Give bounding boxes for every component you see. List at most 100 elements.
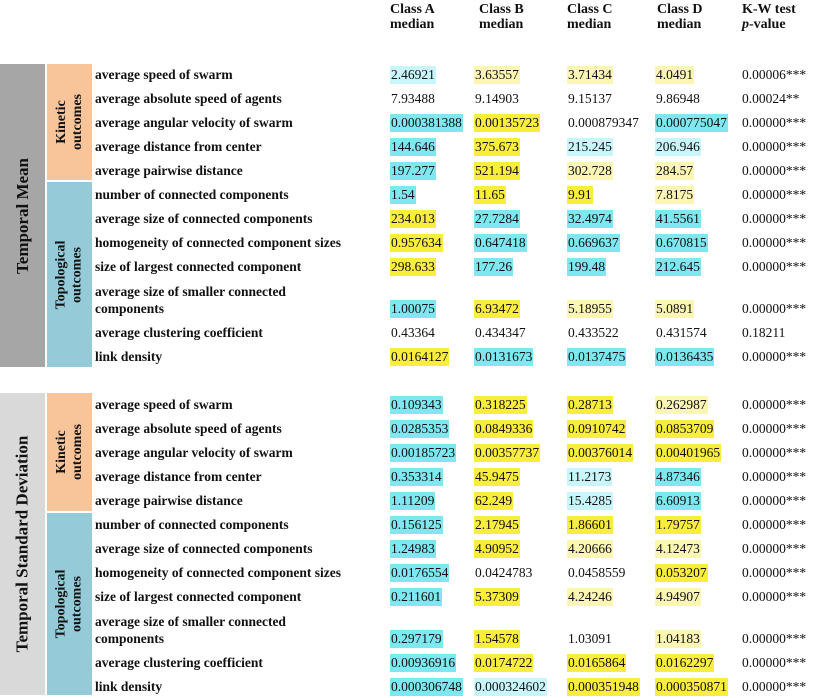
value-cell-class-d: 0.00401965 [655, 444, 722, 462]
p-value-cell: 0.00000*** [742, 541, 807, 556]
value-cell-class-b: 11.65 [474, 186, 506, 204]
p-value-cell: 0.00000*** [742, 493, 807, 508]
p-value-cell: 0.00000*** [742, 565, 807, 580]
p-value-cell: 0.00000*** [742, 469, 807, 484]
p-value-cell: 0.00000*** [742, 187, 807, 202]
value-cell-class-c: 4.20666 [567, 540, 613, 558]
p-value-cell: 0.00000*** [742, 301, 807, 316]
p-value-cell: 0.00000*** [742, 163, 807, 178]
value-cell-class-d: 9.86948 [656, 91, 700, 106]
row-label: average pairwise distance [95, 493, 243, 508]
value-cell-class-a: 144.646 [390, 138, 436, 156]
header-class-c-line2: median [567, 17, 612, 32]
p-value-cell: 0.00000*** [742, 589, 807, 604]
value-cell-class-d: 206.946 [655, 138, 701, 156]
header-class-a: Class A median [390, 2, 435, 32]
value-cell-class-b: 375.673 [474, 138, 520, 156]
value-cell-class-d: 212.645 [655, 258, 701, 276]
p-value-cell: 0.00000*** [742, 115, 807, 130]
value-cell-class-d: 0.262987 [655, 396, 708, 414]
value-cell-class-c: 1.03091 [568, 631, 612, 646]
value-cell-class-c: 302.728 [567, 162, 613, 180]
value-cell-class-c: 0.0458559 [568, 565, 626, 580]
value-cell-class-c: 11.2173 [567, 468, 613, 486]
value-cell-class-c: 4.24246 [567, 588, 613, 606]
value-cell-class-d: 6.60913 [655, 492, 701, 510]
row-label: average speed of swarm [95, 397, 233, 412]
p-value-cell: 0.00000*** [742, 259, 807, 274]
value-cell-class-c: 5.18955 [567, 300, 613, 318]
header-class-b-line1: Class B [479, 2, 524, 17]
value-cell-class-d: 5.0891 [655, 300, 695, 318]
value-cell-class-d: 0.0136435 [655, 348, 715, 366]
row-label: average size of connected components [95, 541, 313, 556]
value-cell-class-a: 197.277 [390, 162, 436, 180]
table-row: homogeneity of connected component sizes… [0, 230, 820, 254]
value-cell-class-c: 9.91 [567, 186, 593, 204]
value-cell-class-a: 7.93488 [391, 91, 435, 106]
value-cell-class-b: 1.54578 [474, 630, 520, 648]
value-cell-class-a: 0.156125 [390, 516, 443, 534]
p-value-cell: 0.00000*** [742, 139, 807, 154]
value-cell-class-a: 0.109343 [390, 396, 443, 414]
row-label: average clustering coefficient [95, 655, 263, 670]
value-cell-class-a: 0.211601 [390, 588, 443, 606]
header-class-d-line2: median [657, 17, 702, 32]
value-cell-class-a: 0.000306748 [390, 678, 463, 696]
value-cell-class-b: 27.7284 [474, 210, 520, 228]
value-cell-class-b: 0.000324602 [474, 678, 547, 696]
value-cell-class-b: 5.37309 [474, 588, 520, 606]
value-cell-class-c: 9.15137 [568, 91, 612, 106]
row-label: size of largest connected component [95, 589, 302, 604]
value-cell-class-c: 0.000351948 [567, 678, 640, 696]
value-cell-class-a: 0.0176554 [390, 564, 450, 582]
p-value-cell: 0.00000*** [742, 517, 807, 532]
value-cell-class-c: 0.000879347 [568, 115, 639, 130]
value-cell-class-c: 0.0165864 [567, 654, 627, 672]
row-label: average pairwise distance [95, 163, 243, 178]
row-label: average speed of swarm [95, 67, 233, 82]
header-class-c: Class C median [567, 2, 613, 32]
value-cell-class-a: 234.013 [390, 210, 436, 228]
row-label: average distance from center [95, 469, 262, 484]
row-label: number of connected components [95, 517, 289, 532]
header-class-a-line2: median [390, 17, 435, 32]
row-label: average absolute speed of agents [95, 421, 282, 436]
value-cell-class-b: 0.0424783 [475, 565, 533, 580]
value-cell-class-b: 45.9475 [474, 468, 520, 486]
value-cell-class-c: 0.28713 [567, 396, 613, 414]
value-cell-class-b: 177.26 [474, 258, 514, 276]
header-class-b: Class B median [479, 2, 524, 32]
p-value-cell: 0.00024** [742, 91, 800, 106]
row-label: average distance from center [95, 139, 262, 154]
value-cell-class-d: 1.79757 [655, 516, 701, 534]
header-class-c-line1: Class C [567, 2, 613, 17]
value-cell-class-b: 6.93472 [474, 300, 520, 318]
value-cell-class-c: 32.4974 [567, 210, 613, 228]
value-cell-class-a: 0.957634 [390, 234, 443, 252]
header-class-d: Class D median [657, 2, 703, 32]
header-class-d-line1: Class D [657, 2, 703, 17]
p-value-cell: 0.00000*** [742, 235, 807, 250]
table-row: size of largest connected component 0.211… [0, 584, 820, 608]
value-cell-class-b: 9.14903 [475, 91, 519, 106]
value-cell-class-d: 4.12473 [655, 540, 701, 558]
value-cell-class-b: 0.647418 [474, 234, 527, 252]
group-topological-std: Topological outcomes [47, 513, 92, 695]
value-cell-class-d: 1.04183 [655, 630, 701, 648]
value-cell-class-d: 0.0853709 [655, 420, 715, 438]
